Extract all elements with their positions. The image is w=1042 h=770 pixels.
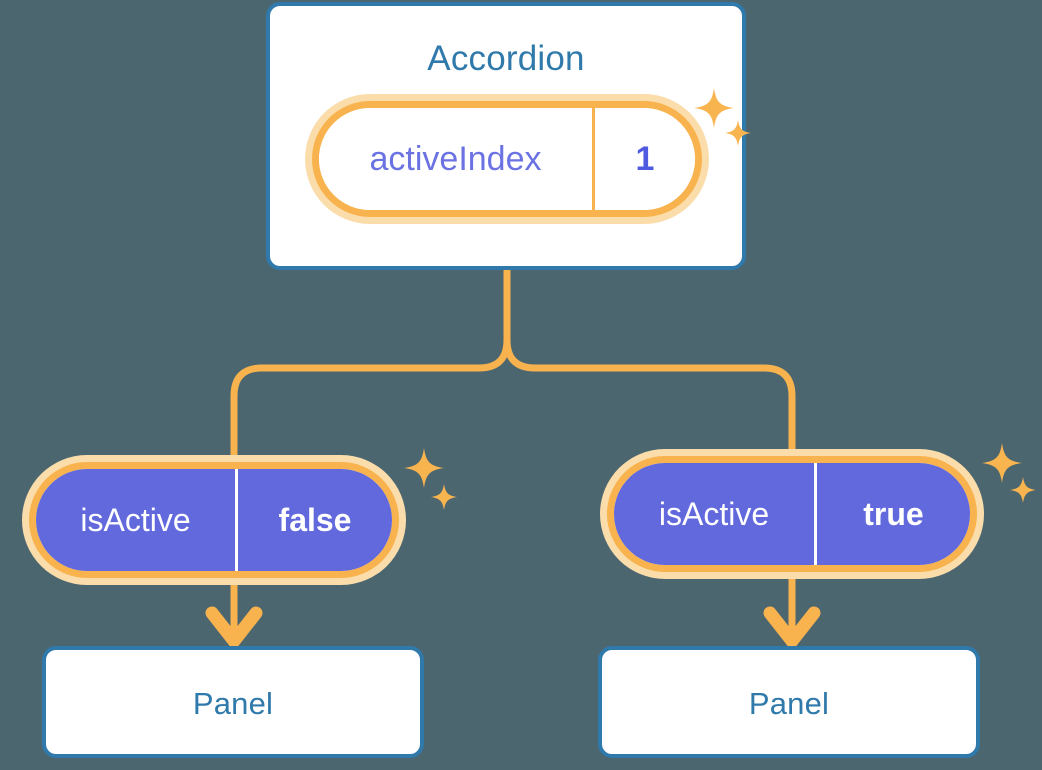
- state-pill-activeindex[interactable]: activeIndex 1: [305, 94, 709, 224]
- prop-pill-value: true: [863, 495, 924, 532]
- page-title: Accordion: [427, 39, 585, 78]
- arrow-head-left-icon: [205, 606, 263, 648]
- panel-title: Panel: [192, 686, 274, 721]
- pill-ring: activeIndex 1: [312, 101, 702, 217]
- prop-pill-isactive-true[interactable]: isActive true: [600, 449, 984, 579]
- prop-pill-isactive-false[interactable]: isActive false: [22, 455, 406, 585]
- connector-branch-left: [230, 336, 511, 459]
- arrow-head-right-icon: [763, 606, 821, 648]
- connector-branch-right: [503, 336, 796, 453]
- prop-pill-key: isActive: [36, 469, 238, 571]
- pill-inner: isActive true: [614, 463, 970, 565]
- sparkle-four-point-large-icon: [982, 443, 1036, 503]
- prop-pill-value: false: [278, 501, 352, 538]
- panel-title: Panel: [748, 686, 830, 721]
- panel-card-right[interactable]: Panel: [598, 646, 980, 758]
- pill-inner: isActive false: [36, 469, 392, 571]
- prop-pill-key: isActive: [614, 463, 817, 565]
- pill-inner: activeIndex 1: [319, 108, 695, 210]
- state-pill-value: 1: [635, 139, 655, 178]
- state-pill-key: activeIndex: [319, 108, 595, 210]
- pill-ring: isActive true: [607, 456, 977, 572]
- sparkle-four-point-large-icon: [404, 448, 457, 510]
- pill-ring: isActive false: [29, 462, 399, 578]
- panel-card-left[interactable]: Panel: [42, 646, 424, 758]
